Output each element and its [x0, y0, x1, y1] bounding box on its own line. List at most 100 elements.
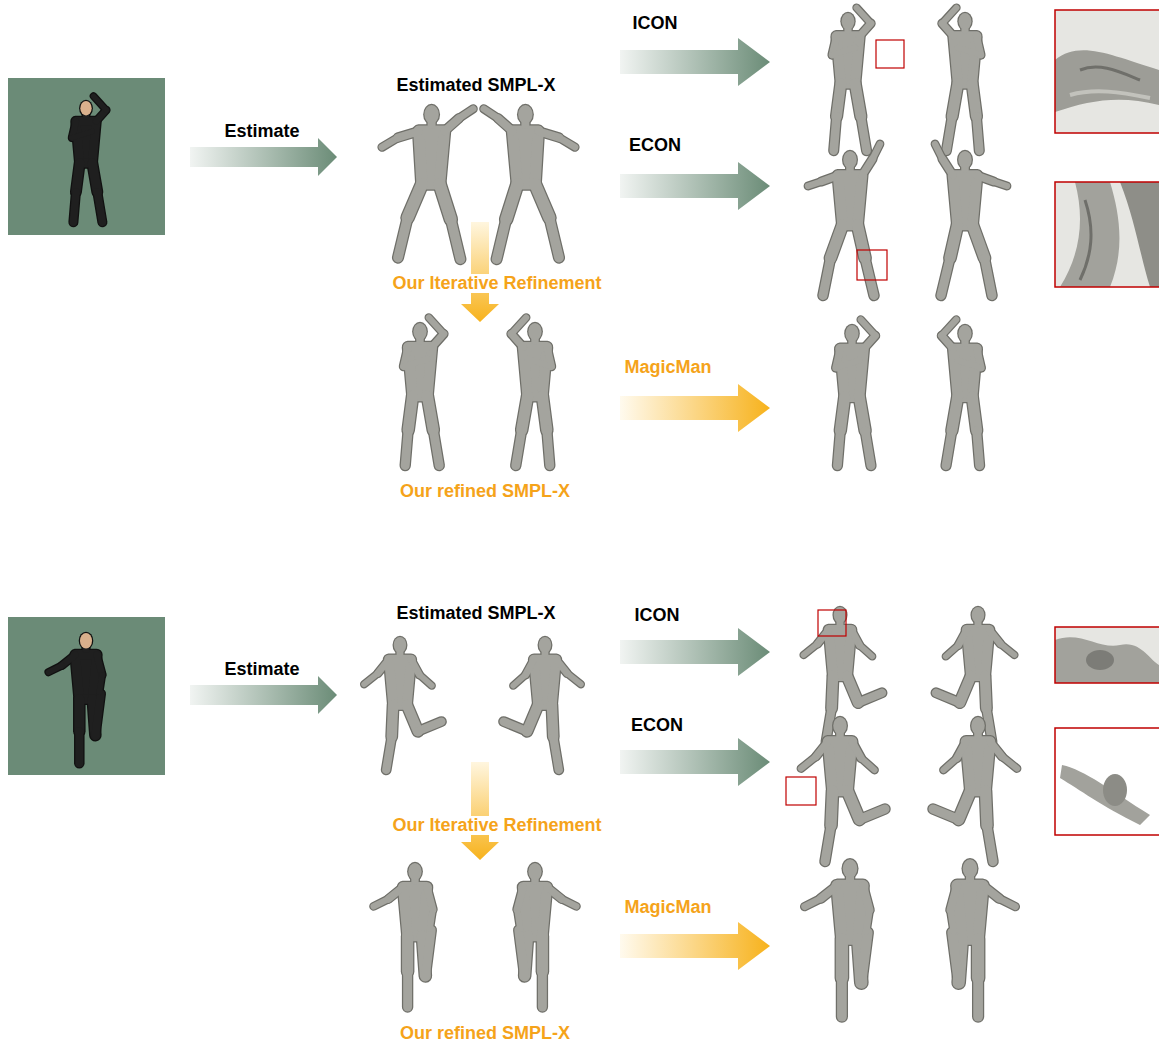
figure-part	[946, 645, 959, 656]
figure-part	[951, 910, 954, 931]
figure-part	[805, 899, 821, 907]
figure-part	[866, 910, 869, 931]
figure-part	[389, 659, 411, 705]
input-photo	[8, 617, 165, 775]
figure-part	[944, 758, 958, 770]
method-label: ECON	[627, 136, 683, 155]
figure-part	[952, 84, 958, 117]
figure-part	[97, 655, 102, 675]
figure-part	[865, 258, 874, 296]
zoom-marker	[818, 610, 846, 636]
figure-part	[430, 909, 433, 928]
figure-part	[857, 8, 871, 24]
figure-part	[419, 131, 445, 184]
figure-part	[843, 859, 858, 878]
figure-part	[99, 675, 102, 692]
figure-part	[419, 675, 431, 686]
figure-part	[863, 886, 869, 910]
figure-part	[72, 132, 92, 138]
figure-part	[838, 176, 862, 226]
figure-part	[75, 655, 96, 699]
figure-part	[953, 176, 977, 226]
figure-part	[386, 737, 392, 770]
figure-part	[92, 163, 97, 192]
figure-part	[973, 978, 983, 1017]
figure-part	[429, 318, 444, 334]
figure-part	[398, 218, 408, 258]
figure-part	[73, 699, 86, 731]
figure-part	[517, 887, 523, 909]
figure-part	[832, 676, 833, 708]
figure-part	[954, 36, 977, 83]
figure-part	[950, 225, 958, 258]
figure-part	[994, 182, 1008, 187]
figure-part	[459, 109, 473, 119]
figure-part	[999, 899, 1015, 907]
figure-part	[559, 138, 575, 148]
figure-part	[972, 397, 976, 431]
human-figure	[935, 144, 1007, 296]
figure-part	[972, 397, 976, 431]
figure-part	[840, 397, 844, 431]
figure-part	[76, 163, 80, 192]
figure-part	[517, 909, 520, 928]
figure-part	[73, 192, 76, 222]
figure-part	[836, 978, 848, 1017]
figure-part	[393, 636, 408, 655]
figure-part	[517, 104, 534, 125]
figure-part	[808, 182, 822, 187]
figure-part	[408, 396, 412, 430]
figure-part	[952, 84, 958, 117]
figure-part	[837, 84, 841, 117]
figure-part	[513, 131, 539, 184]
figure-part	[861, 933, 867, 983]
figure-part	[1000, 644, 1014, 655]
figure-part	[946, 116, 952, 150]
figure-part	[535, 184, 549, 218]
figure-part	[1000, 644, 1014, 655]
figure-part	[957, 886, 983, 939]
figure-part	[855, 84, 861, 117]
figure-part	[832, 606, 847, 625]
human-figure	[517, 862, 576, 1007]
figure-part	[542, 396, 546, 430]
human-figure	[808, 144, 880, 296]
figure-part	[840, 397, 844, 431]
figure-part	[419, 675, 431, 686]
figure-part	[994, 182, 1008, 187]
method-label: ICON	[631, 14, 680, 33]
figure-part	[92, 163, 97, 192]
figure-part	[553, 737, 559, 770]
magicman-arrow	[620, 922, 770, 970]
figure-part	[952, 397, 958, 431]
zoom-marker	[786, 777, 816, 805]
figure-part	[516, 430, 522, 466]
figure-part	[382, 138, 398, 148]
figure-part	[536, 936, 550, 972]
figure-part	[74, 699, 84, 731]
figure-part	[848, 791, 860, 820]
estimate-arrow	[190, 138, 337, 176]
figure-part	[837, 36, 860, 83]
figure-part	[840, 12, 855, 31]
figure-part	[834, 116, 837, 150]
estimate-arrow	[190, 676, 337, 714]
figure-part	[959, 791, 971, 820]
figure-part	[952, 933, 958, 983]
figure-part	[859, 397, 865, 431]
figure-part	[972, 607, 985, 623]
figure-part	[823, 258, 831, 296]
figure-part	[48, 666, 61, 673]
figure-part	[957, 12, 972, 31]
figure-part	[425, 930, 431, 976]
figure-part	[823, 258, 831, 296]
figure-part	[985, 676, 986, 708]
figure-part	[999, 899, 1015, 907]
figure-part	[506, 184, 517, 219]
figure-part	[99, 675, 102, 692]
human-figure	[942, 320, 981, 466]
figure-part	[958, 151, 972, 168]
figure-part	[865, 431, 871, 466]
figure-part	[843, 151, 857, 168]
